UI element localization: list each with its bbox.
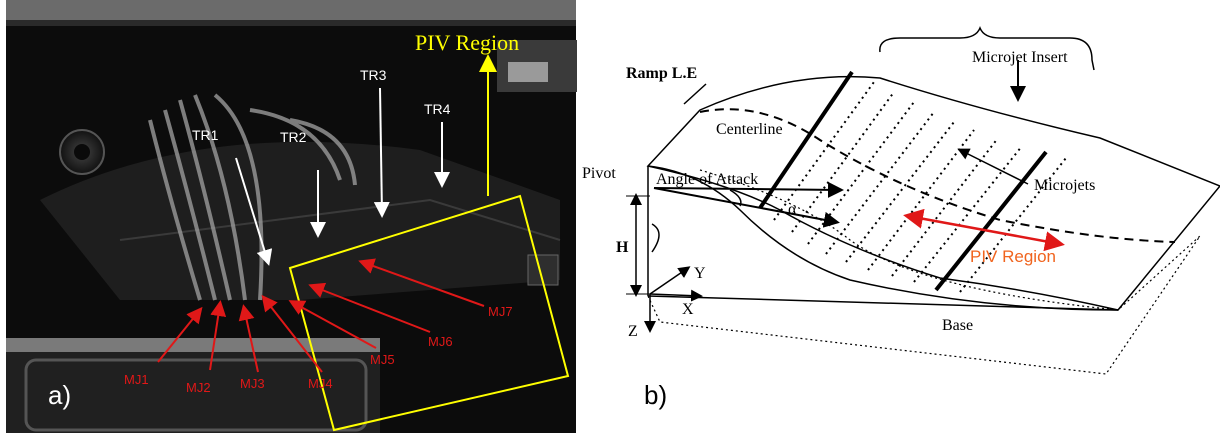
y-axis-arrow [649, 266, 691, 295]
mj7-label: MJ7 [488, 304, 513, 319]
pivot-bump [651, 223, 660, 253]
base-plate [6, 338, 380, 352]
tr1-label: TR1 [192, 127, 219, 143]
base-plate-dotted [647, 235, 1201, 375]
mj4-arrow [261, 294, 323, 373]
centerline-label: Centerline [716, 121, 783, 138]
piv-region-label-b: PIV Region [970, 247, 1056, 266]
mj6-arrow [308, 282, 431, 333]
mj2-arrow [209, 300, 227, 371]
microjets-label: Microjets [1034, 177, 1095, 194]
mj7-arrow [358, 258, 485, 307]
tr2-label: TR2 [280, 129, 307, 145]
mj6-label: MJ6 [428, 334, 453, 349]
microjet-insert-label: Microjet Insert [972, 49, 1068, 66]
ramp-le-label: Ramp L.E [626, 65, 697, 82]
panel-a-label: a) [48, 380, 71, 410]
mj3-arrow [238, 304, 259, 373]
base-label: Base [942, 317, 973, 334]
mj1-label: MJ1 [124, 372, 149, 387]
aoa-arrow-horizontal [653, 181, 844, 198]
panel-b-diagram [626, 25, 1220, 375]
aoa-arrow-inclined [653, 187, 840, 228]
panel-a-photo: PIV Region TR1 TR2 TR3 TR4 MJ1 MJ2 MJ3 M… [6, 0, 577, 433]
alpha-label: α [788, 201, 797, 218]
x-label: X [682, 301, 694, 318]
y-label: Y [694, 265, 706, 282]
base-edge [647, 295, 1119, 311]
mj4-label: MJ4 [308, 376, 333, 391]
mj5-label: MJ5 [370, 352, 395, 367]
insert-line-left [758, 70, 854, 210]
insert-line-right [934, 150, 1048, 292]
tr3-label: TR3 [360, 67, 387, 83]
microjets-arrow [957, 148, 1029, 185]
tr4-label: TR4 [424, 101, 451, 117]
panel-b-label: b) [644, 380, 667, 410]
piv-region-label: PIV Region [415, 30, 519, 55]
mj5-arrow [288, 300, 377, 349]
z-label: Z [628, 323, 638, 340]
mj2-label: MJ2 [186, 380, 211, 395]
panel-b-labels: Ramp L.E Microjet Insert Centerline Micr… [582, 49, 1095, 410]
piv-region-box [288, 194, 570, 432]
tr3-arrow [373, 87, 390, 218]
tr1-arrow [235, 157, 273, 266]
top-frame [6, 0, 576, 20]
mj3-label: MJ3 [240, 376, 265, 391]
ramp-body [40, 141, 560, 300]
centerline [699, 108, 1176, 243]
x-axis-arrow [649, 289, 703, 302]
piv-region-arrow [903, 208, 1065, 252]
ramp-front-edge [647, 165, 1119, 311]
insert-brace [879, 25, 1095, 71]
ramp-surface [646, 75, 1220, 311]
h-label: H [616, 239, 629, 256]
pivot-label: Pivot [582, 165, 616, 182]
tubes [148, 93, 357, 301]
mj1-arrow [157, 306, 203, 363]
angle-of-attack-label: Angle of Attack [656, 171, 758, 188]
